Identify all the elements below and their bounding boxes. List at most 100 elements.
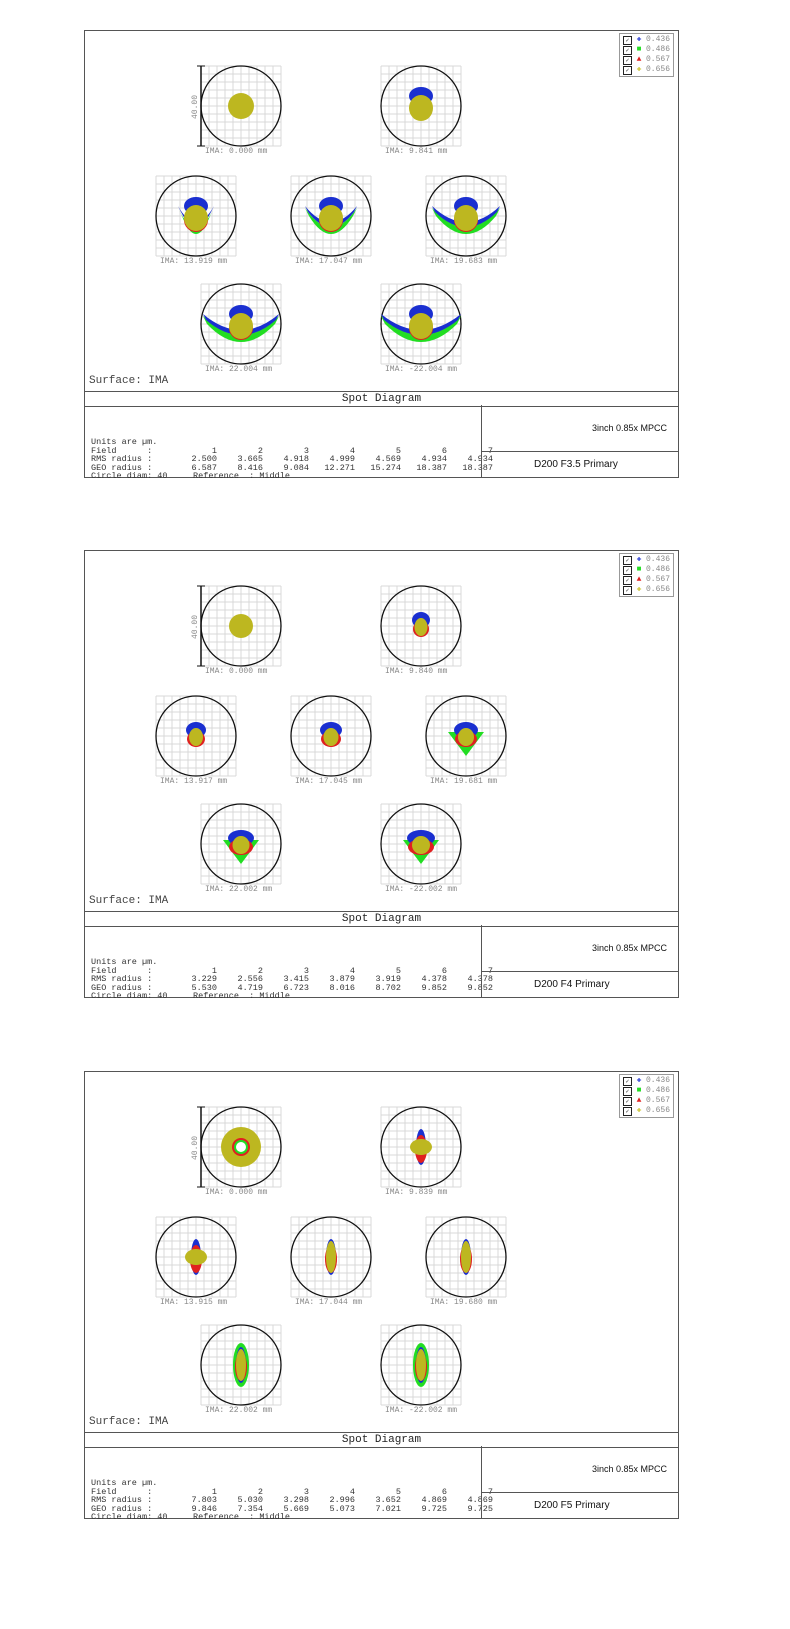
field-label: IMA: 19.683 mm: [430, 257, 497, 266]
spot-field-5: IMA: 19.680 mm: [425, 1216, 507, 1307]
spot-field-2: IMA: 9.841 mm: [380, 65, 462, 156]
marker-icon: ✚: [636, 35, 642, 44]
configuration-name: D200 F4 Primary: [534, 979, 610, 990]
cell-value: 4.918: [283, 454, 309, 464]
field-label: IMA: 9.841 mm: [385, 147, 448, 156]
spot-field-2: IMA: 9.839 mm: [380, 1106, 462, 1197]
checkbox-icon[interactable]: ✓: [622, 35, 632, 45]
row-label: GEO radius :: [91, 982, 153, 993]
airy-circle: [200, 283, 282, 365]
lens-name: 3inch 0.85x MPCC: [482, 925, 679, 972]
spot-field-3: IMA: 13.919 mm: [155, 175, 237, 266]
field-label: IMA: 0.000 mm: [205, 1188, 268, 1197]
spot: [412, 612, 430, 637]
spot-field-3: IMA: 13.917 mm: [155, 695, 237, 786]
airy-circle: [380, 65, 462, 147]
checkbox-icon[interactable]: ✓: [622, 1086, 632, 1096]
diagram-title: Spot Diagram: [85, 391, 678, 407]
row-label: Field :: [91, 965, 153, 976]
footer-info: Circle diam: 40 Reference : Middle: [91, 1512, 290, 1522]
checkbox-icon[interactable]: ✓: [622, 1076, 632, 1086]
wavelength-value: 0.486: [645, 1086, 670, 1095]
wavelength-value: 0.436: [645, 1076, 670, 1085]
checkbox-icon[interactable]: ✓: [622, 585, 632, 595]
checkbox-icon[interactable]: ✓: [622, 1096, 632, 1106]
legend-item: ✓▲0.567: [622, 1096, 670, 1106]
checkbox-icon[interactable]: ✓: [622, 565, 632, 575]
airy-circle: [425, 175, 507, 257]
field-label: IMA: 9.840 mm: [385, 667, 448, 676]
cell-value: 2.500: [191, 454, 217, 464]
lens-name: 3inch 0.85x MPCC: [482, 1446, 679, 1493]
wavelength-legend: ✓✚0.436✓■0.486✓▲0.567✓✚0.656: [618, 553, 674, 597]
wavelength-value: 0.567: [645, 575, 670, 584]
cell-value: 4: [349, 445, 355, 456]
airy-circle: [425, 695, 507, 777]
row-label: GEO radius :: [91, 1503, 153, 1514]
lens-name: 3inch 0.85x MPCC: [482, 405, 679, 452]
diagram-title: Spot Diagram: [85, 911, 678, 927]
checkbox-icon[interactable]: ✓: [622, 55, 632, 65]
units-label: Units are µm.: [91, 1478, 158, 1488]
marker-icon: ✚: [636, 1106, 642, 1115]
checkbox-icon[interactable]: ✓: [622, 555, 632, 565]
spot: [233, 1343, 249, 1387]
cell-value: 4: [349, 1486, 355, 1497]
cell-value: 5: [395, 1486, 401, 1497]
field-label: IMA: 0.000 mm: [205, 147, 268, 156]
marker-icon: ▲: [636, 1096, 642, 1105]
checkbox-icon[interactable]: ✓: [622, 575, 632, 585]
surface-label: Surface: IMA: [89, 895, 169, 907]
checkbox-icon[interactable]: ✓: [622, 45, 632, 55]
spot: [203, 305, 279, 342]
marker-icon: ✚: [636, 65, 642, 74]
checkbox-icon[interactable]: ✓: [622, 65, 632, 75]
cell-value: 18.387: [462, 462, 493, 473]
grid: [380, 1106, 462, 1188]
spot: [413, 1343, 429, 1387]
plot-area: IMA: 0.000 mm IMA: 9.841 mm IMA: 13.919 mm…: [85, 31, 678, 391]
cell-value: 12.271: [324, 462, 355, 473]
cell-value: 4.869: [421, 1495, 447, 1505]
marker-icon: ✚: [636, 555, 642, 564]
field-label: IMA: 22.002 mm: [205, 1406, 272, 1415]
airy-circle: [290, 1216, 372, 1298]
row-label: RMS radius :: [91, 454, 153, 464]
spot: [432, 197, 500, 234]
legend-item: ✓✚0.656: [622, 1106, 670, 1116]
spot: [221, 1127, 261, 1167]
legend-item: ✓✚0.436: [622, 35, 670, 45]
field-label: IMA: -22.004 mm: [385, 365, 457, 374]
cell-value: 5.669: [283, 1503, 309, 1514]
cell-value: 4.378: [467, 974, 493, 984]
cell-value: 8.702: [375, 982, 401, 993]
wavelength-value: 0.486: [645, 45, 670, 54]
cell-value: 1: [211, 965, 217, 976]
surface-label: Surface: IMA: [89, 375, 169, 387]
checkbox-icon[interactable]: ✓: [622, 1106, 632, 1116]
info-box: 3inch 0.85x MPCC D200 F5 Primary: [481, 1446, 679, 1518]
spot: [403, 830, 439, 864]
legend-item: ✓▲0.567: [622, 575, 670, 585]
spot-field-1: IMA: 0.000 mm: [200, 65, 282, 156]
spot: [325, 1239, 337, 1275]
spot: [381, 305, 461, 342]
spot-field-5: IMA: 19.683 mm: [425, 175, 507, 266]
cell-value: 4.999: [329, 454, 355, 464]
field-label: IMA: 22.002 mm: [205, 885, 272, 894]
cell-value: 9.725: [467, 1503, 493, 1514]
info-box: 3inch 0.85x MPCC D200 F4 Primary: [481, 925, 679, 997]
cell-value: 3.652: [375, 1495, 401, 1505]
cell-value: 4.719: [237, 982, 263, 993]
cell-value: 6.587: [191, 462, 217, 473]
cell-value: 3.665: [237, 454, 263, 464]
cell-value: 6: [441, 1486, 447, 1497]
row-label: Field :: [91, 445, 153, 456]
